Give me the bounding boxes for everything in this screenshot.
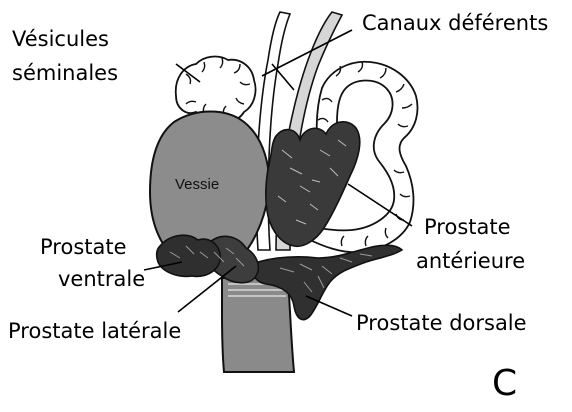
- label-prostate-ventrale-line1: Prostate: [40, 234, 127, 260]
- label-canaux-deferents: Canaux déférents: [362, 10, 548, 36]
- label-vessie: Vessie: [175, 172, 219, 198]
- urethra: [222, 278, 294, 372]
- label-prostate-anterieure-line2: antérieure: [416, 248, 525, 274]
- ventral-prostate: [157, 235, 221, 276]
- label-prostate-laterale: Prostate latérale: [8, 318, 181, 344]
- label-vesicules-line1: Vésicules: [12, 26, 109, 52]
- label-prostate-anterieure-line1: Prostate: [424, 214, 511, 240]
- anterior-prostate: [266, 122, 360, 247]
- label-prostate-dorsale: Prostate dorsale: [356, 310, 527, 336]
- label-prostate-ventrale-line2: ventrale: [58, 266, 145, 292]
- label-vesicules-line2: séminales: [12, 60, 118, 86]
- panel-letter: C: [492, 364, 517, 404]
